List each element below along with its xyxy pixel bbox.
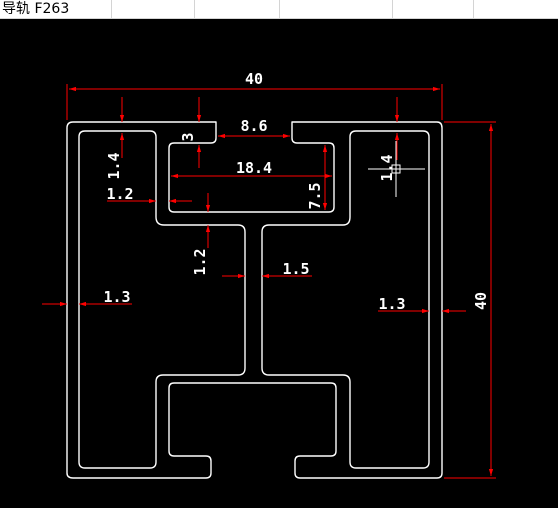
column-divider	[279, 0, 280, 18]
overall-height-label: 40	[472, 292, 490, 310]
overall-width-label: 40	[245, 70, 263, 88]
cad-drawing-area[interactable]: 40 8.6 18.4 1.2 1.5 1.3 1.3 3 1.4 1.4 7.…	[0, 19, 558, 508]
right-inner-chamber	[261, 130, 430, 469]
inner-width-label: 18.4	[236, 159, 272, 177]
slot-opening-label: 8.6	[240, 117, 267, 135]
inner-height-label: 7.5	[306, 182, 324, 209]
outer-contour	[66, 121, 443, 479]
spreadsheet-header-row: 导轨 F263	[0, 0, 558, 19]
slot-depth-label: 3	[179, 132, 197, 141]
profile-drawing: 40 8.6 18.4 1.2 1.5 1.3 1.3 3 1.4 1.4 7.…	[42, 70, 496, 479]
top-right-wall-label: 1.4	[378, 154, 396, 181]
flange-wall-label: 1.2	[191, 248, 209, 275]
slot-wall-label: 1.2	[106, 185, 133, 203]
right-wall-label: 1.3	[378, 295, 405, 313]
left-wall-label: 1.3	[103, 288, 130, 306]
crosshair-cursor-icon	[368, 141, 425, 197]
left-inner-chamber	[78, 130, 246, 469]
column-divider	[194, 0, 195, 18]
column-divider	[473, 0, 474, 18]
column-divider	[392, 0, 393, 18]
top-left-wall-label: 1.4	[105, 152, 123, 179]
dimension-lines	[42, 84, 496, 479]
profile-outline	[66, 121, 443, 479]
web-thickness-label: 1.5	[282, 260, 309, 278]
column-divider	[111, 0, 112, 18]
dimension-labels: 40 8.6 18.4 1.2 1.5 1.3 1.3 3 1.4 1.4 7.…	[103, 70, 490, 313]
cell-label[interactable]: 导轨 F263	[2, 1, 70, 17]
